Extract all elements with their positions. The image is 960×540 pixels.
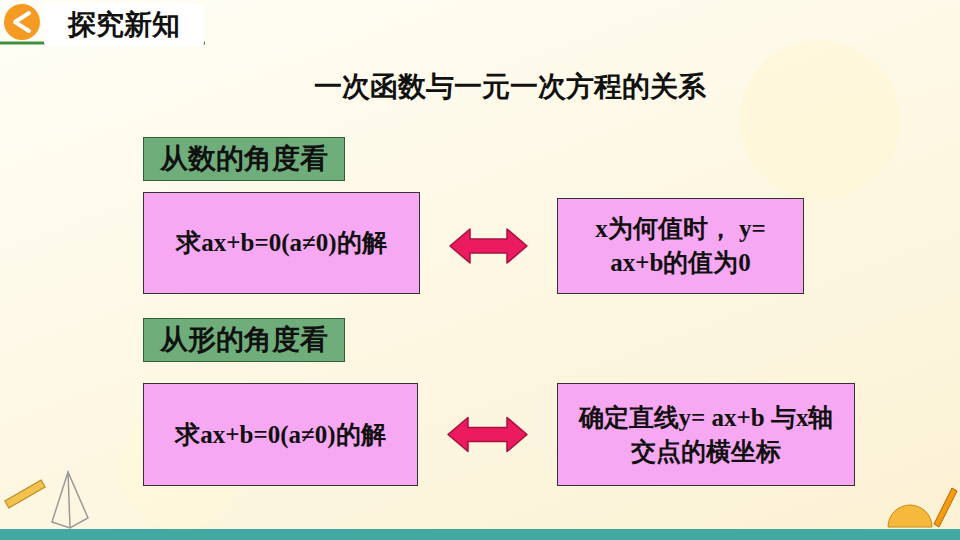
box-text: 求ax+b=0(a≠0)的解 bbox=[176, 226, 386, 260]
double-arrow bbox=[448, 418, 527, 452]
header-icon bbox=[4, 4, 40, 40]
section-tag: 从数的角度看 bbox=[143, 137, 345, 181]
concept-box: 求ax+b=0(a≠0)的解 bbox=[143, 192, 420, 294]
box-text: x为何值时， y= ax+b的值为0 bbox=[570, 212, 791, 280]
header-band: 探究新知 bbox=[44, 4, 204, 46]
header-icon-mark bbox=[15, 13, 29, 31]
box-text: 确定直线y= ax+b 与x轴交点的横坐标 bbox=[570, 401, 842, 469]
tag-text: 从形的角度看 bbox=[160, 321, 328, 359]
tag-text: 从数的角度看 bbox=[160, 140, 328, 178]
pencil-icon bbox=[934, 488, 957, 527]
concept-box: 确定直线y= ax+b 与x轴交点的横坐标 bbox=[557, 383, 855, 486]
bokeh bbox=[740, 40, 900, 200]
ruler-icon bbox=[5, 480, 45, 508]
box-text: 求ax+b=0(a≠0)的解 bbox=[175, 418, 385, 452]
pyramid-icon bbox=[52, 472, 88, 528]
tag-text: 探究新知 bbox=[68, 6, 180, 44]
concept-box: x为何值时， y= ax+b的值为0 bbox=[557, 198, 804, 294]
protractor-icon bbox=[888, 505, 932, 527]
section-tag: 从形的角度看 bbox=[143, 318, 345, 362]
double-arrow bbox=[450, 229, 527, 263]
slide-title: 一次函数与一元一次方程的关系 bbox=[240, 68, 780, 106]
concept-box: 求ax+b=0(a≠0)的解 bbox=[143, 383, 418, 486]
bottom-bar bbox=[0, 529, 960, 540]
